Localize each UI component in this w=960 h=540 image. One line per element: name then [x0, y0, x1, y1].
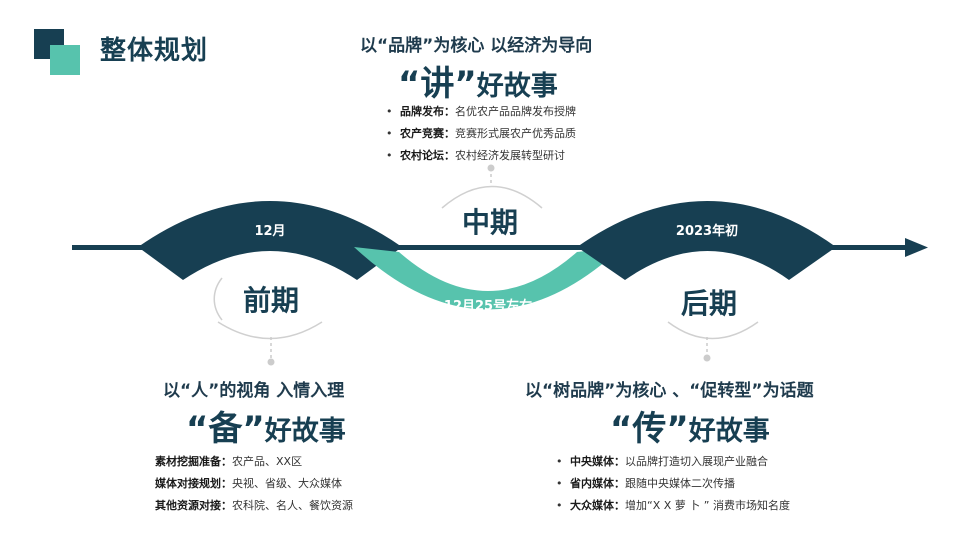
phase-time-late: 2023年初	[676, 223, 738, 239]
connector-middle-dot	[487, 164, 495, 172]
early-headline-rest: 好故事	[264, 416, 346, 447]
list-item: •品牌发布：名优农产品品牌发布授牌	[386, 101, 576, 123]
list-item: •农产竞赛：竞赛形式展农产优秀品质	[386, 123, 576, 145]
late-list: •中央媒体：以品牌打造切入展现产业融合 •省内媒体：跟随中央媒体二次传播 •大众…	[556, 451, 790, 517]
list-item: 媒体对接规划：央视、省级、大众媒体	[155, 477, 342, 490]
phase-name-late: 后期	[681, 287, 737, 320]
bullet-icon: •	[556, 477, 563, 490]
bullet-icon: •	[386, 127, 393, 140]
bullet-icon: •	[556, 455, 563, 468]
arrow-right-icon	[905, 238, 928, 257]
connector-late-dot	[703, 354, 711, 362]
late-topic: 以“树品牌”为核心 、“促转型”为话题	[525, 381, 814, 401]
middle-headline-quote: “讲”	[398, 64, 477, 104]
phase-time-early: 12月	[254, 224, 285, 239]
connector-early-dot	[267, 358, 275, 366]
early-list: 素材挖掘准备：农产品、XX区 媒体对接规划：央视、省级、大众媒体 其他资源对接：…	[155, 451, 353, 517]
phase-arc-middle	[354, 247, 622, 310]
phase-name-early: 前期	[243, 284, 299, 317]
ring-early-b	[217, 321, 323, 340]
early-topic: 以“人”的视角 入情入理	[163, 381, 345, 401]
list-item: 其他资源对接：农科院、名人、餐饮资源	[155, 499, 353, 512]
page-title: 整体规划	[100, 36, 209, 66]
ring-middle	[441, 185, 543, 209]
timeline-line	[72, 245, 912, 250]
phase-arc-late	[577, 201, 836, 280]
bullet-icon: •	[386, 149, 393, 162]
late-headline-quote: “传”	[610, 409, 689, 449]
bullet-icon: •	[556, 499, 563, 512]
list-item: •农村论坛：农村经济发展转型研讨	[386, 145, 576, 167]
list-item: •大众媒体：增加“X X 萝 卜 ” 消费市场知名度	[556, 495, 790, 517]
list-item: •中央媒体：以品牌打造切入展现产业融合	[556, 451, 790, 473]
logo-square-teal	[50, 45, 80, 75]
bullet-icon: •	[386, 105, 393, 118]
phase-name-middle: 中期	[462, 206, 518, 239]
middle-headline-rest: 好故事	[476, 71, 558, 102]
early-headline: “备”好故事	[186, 401, 346, 450]
middle-headline: “讲”好故事	[398, 56, 558, 105]
middle-topic: 以“品牌”为核心 以经济为导向	[360, 36, 593, 56]
list-item: •省内媒体：跟随中央媒体二次传播	[556, 473, 790, 495]
phase-arc-early	[138, 201, 402, 280]
early-headline-quote: “备”	[186, 409, 265, 449]
list-item: 素材挖掘准备：农产品、XX区	[155, 455, 303, 468]
ring-late	[667, 321, 759, 340]
late-headline-rest: 好故事	[688, 416, 770, 447]
ring-early	[213, 277, 223, 321]
phase-time-middle: 12月25号左右	[444, 298, 532, 314]
late-headline: “传”好故事	[610, 401, 770, 450]
middle-list: •品牌发布：名优农产品品牌发布授牌 •农产竞赛：竞赛形式展农产优秀品质 •农村论…	[386, 101, 576, 167]
